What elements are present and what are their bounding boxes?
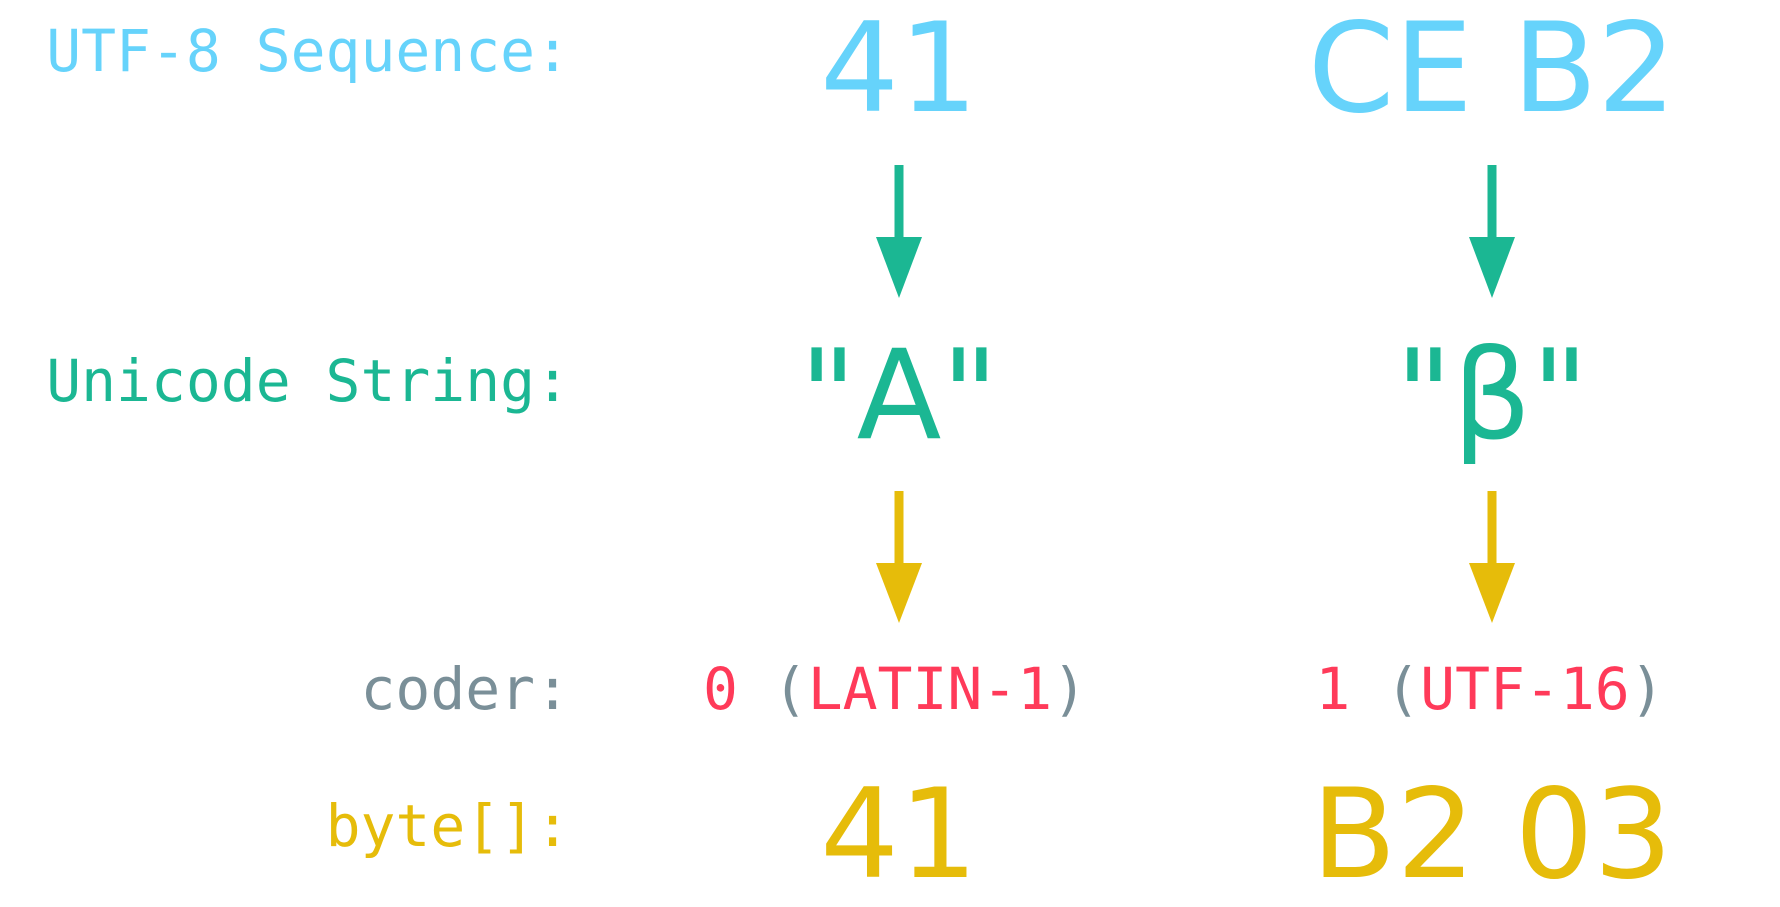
utf8-bytes-a: 41 <box>820 0 978 141</box>
label-byte-array: byte[]: <box>325 792 570 860</box>
paren-close: ) <box>1052 655 1088 723</box>
unicode-string-a: "A" <box>799 324 999 468</box>
decode-arrow-beta <box>1469 165 1515 298</box>
paren-close: ) <box>1629 655 1665 723</box>
unicode-string-beta: "β" <box>1395 324 1589 468</box>
encode-arrow-beta <box>1469 491 1515 623</box>
coder-beta: 1 (UTF-16) <box>1315 660 1664 718</box>
coder-a: 0 (LATIN-1) <box>703 660 1087 718</box>
label-unicode-string: Unicode String: <box>46 347 570 415</box>
byte-array-beta: B2 03 <box>1311 763 1673 907</box>
utf8-bytes-beta: CE B2 <box>1307 0 1677 141</box>
coder-value: 1 <box>1315 655 1351 723</box>
decode-arrow-a <box>876 165 922 298</box>
coder-name: UTF-16 <box>1420 655 1630 723</box>
coder-name: LATIN-1 <box>807 655 1053 723</box>
label-coder: coder: <box>360 655 570 723</box>
paren-open: ( <box>1385 655 1421 723</box>
coder-value: 0 <box>702 655 738 723</box>
encode-arrow-a <box>876 491 922 623</box>
label-utf8-sequence: UTF-8 Sequence: <box>46 17 570 85</box>
byte-array-a: 41 <box>820 763 978 907</box>
paren-open: ( <box>772 655 808 723</box>
